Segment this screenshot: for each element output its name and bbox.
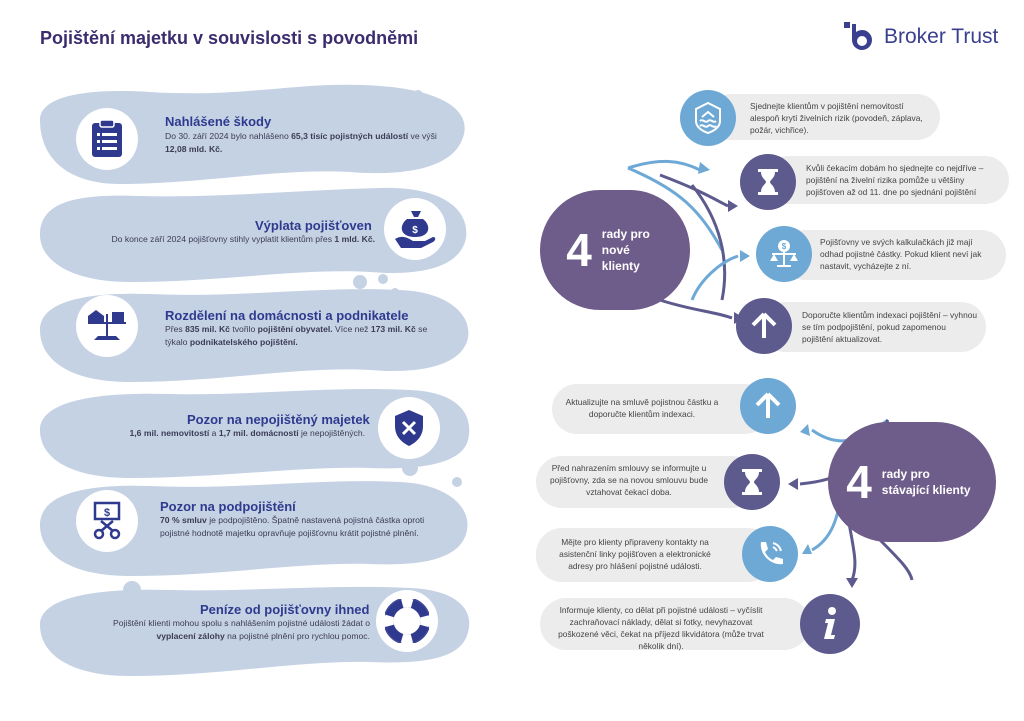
scale-money-icon: $: [770, 240, 798, 267]
shield-x-icon: [395, 410, 423, 446]
card-2-title: Výplata pojišťoven: [255, 218, 372, 233]
new-tip-2: Kvůli čekacím dobám ho sjednejte co nejd…: [764, 156, 1009, 204]
card-6-title: Peníze od pojišťovny ihned: [200, 602, 370, 617]
card-4-title: Pozor na nepojištěný majetek: [187, 412, 370, 427]
card-3-title: Rozdělení na domácnosti a podnikatele: [165, 308, 409, 323]
new-tip-4-text: Doporučte klientům indexaci pojištění – …: [802, 310, 978, 344]
card-4-icon-circle: [378, 397, 440, 459]
existing-tip-1-icon-circle: [740, 378, 796, 434]
existing-tip-4-icon-circle: [800, 594, 860, 654]
new-clients-label: rady pro nové klienty: [601, 227, 650, 273]
existing-tip-2-icon-circle: [724, 454, 780, 510]
card-5-icon-circle: $: [76, 490, 138, 552]
new-tip-2-icon-circle: [740, 154, 796, 210]
new-tip-3: Pojišťovny ve svých kalkulačkách již maj…: [780, 230, 1006, 280]
money-bag-hand-icon: $: [395, 211, 436, 248]
existing-tip-4: Informuje klienty, co dělat při pojistné…: [540, 598, 810, 651]
card-6-icon-circle: [376, 590, 438, 652]
info-icon: [824, 607, 836, 639]
card-3-text: Přes 835 mil. Kč tvořilo pojištění obyva…: [165, 324, 428, 347]
svg-text:$: $: [412, 225, 418, 236]
existing-tip-3: Mějte pro klienty připraveny kontakty na…: [536, 528, 774, 582]
new-clients-circle: 4 rady pro nové klienty: [540, 190, 690, 310]
hourglass-icon: [742, 469, 762, 495]
card-2-text: Do konce září 2024 pojišťovny stihly vyp…: [111, 234, 375, 244]
page-title: Pojištění majetku v souvislosti s povodn…: [40, 28, 419, 48]
scale-house-building-icon: [88, 310, 126, 340]
new-tip-1-text: Sjednejte klientům v pojištění nemovitos…: [750, 101, 923, 135]
existing-tip-2-text: Před nahrazením smlouvy se informujte u …: [549, 463, 709, 497]
existing-clients-circle: 4 rady pro stávající klienty: [828, 422, 996, 542]
flood-house-icon: [695, 101, 721, 135]
card-6-text: Pojištění klienti mohou spolu s nahlášen…: [112, 618, 370, 641]
existing-tip-3-icon-circle: [742, 526, 798, 582]
new-clients-number: 4: [566, 224, 592, 276]
card-2-icon-circle: $: [384, 198, 446, 260]
arrow-up-icon: [751, 312, 777, 338]
card-1-title: Nahlášené škody: [165, 114, 272, 129]
existing-clients-number: 4: [846, 456, 872, 508]
brand-name: Broker Trust: [884, 25, 999, 48]
existing-tip-4-text: Informuje klienty, co dělat při pojistné…: [558, 605, 764, 651]
existing-tip-1: Aktualizujte na smluvě pojistnou částku …: [552, 384, 770, 434]
new-tip-1-icon-circle: [680, 90, 736, 146]
existing-tip-1-text: Aktualizujte na smluvě pojistnou částku …: [565, 397, 719, 419]
new-tip-2-text: Kvůli čekacím dobám ho sjednejte co nejd…: [806, 163, 984, 197]
existing-tip-3-text: Mějte pro klienty připraveny kontakty na…: [559, 537, 711, 571]
clipboard-icon: [92, 119, 122, 157]
broker-trust-logo-icon: [844, 22, 872, 50]
svg-text:$: $: [782, 242, 787, 251]
new-tip-3-text: Pojišťovny ve svých kalkulačkách již maj…: [820, 237, 982, 271]
hourglass-icon: [758, 169, 778, 195]
card-5-text: 70 % smluv je podpojištěno. Špatně nasta…: [160, 515, 425, 538]
card-1-icon-circle: [76, 108, 138, 170]
card-4-text: 1,6 mil. nemovitostí a 1,7 mil. domácnos…: [129, 428, 366, 438]
card-5-title: Pozor na podpojištění: [160, 499, 296, 514]
new-tip-4-icon-circle: [736, 298, 792, 354]
arrow-up-icon: [755, 392, 781, 418]
phone-icon: [760, 542, 783, 565]
existing-tip-2: Před nahrazením smlouvy se informujte u …: [536, 456, 758, 508]
lifebuoy-icon: [385, 599, 429, 643]
existing-clients-label: rady pro stávající klienty: [881, 467, 971, 497]
scissors-money-icon: $: [93, 501, 121, 540]
card-1-text: Do 30. září 2024 bylo nahlášeno 65,3 tis…: [165, 131, 437, 154]
new-tip-1: Sjednejte klientům v pojištění nemovitos…: [708, 94, 940, 140]
new-tip-4: Doporučte klientům indexaci pojištění – …: [760, 302, 986, 352]
card-3-icon-circle: [76, 295, 138, 357]
new-tip-3-icon-circle: $: [756, 226, 812, 282]
svg-text:$: $: [104, 507, 110, 519]
brand-logo: Broker Trust: [842, 20, 998, 54]
